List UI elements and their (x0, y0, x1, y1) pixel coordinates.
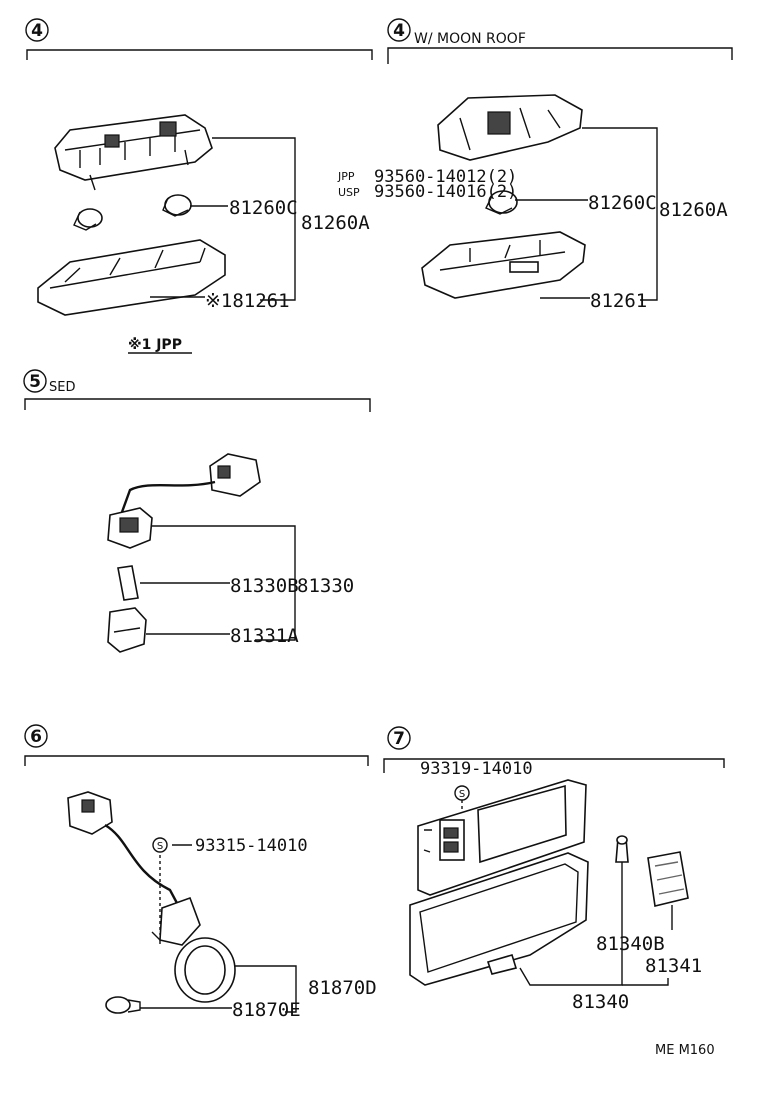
svg-text:S: S (459, 789, 465, 800)
map-lamp-housing (54, 114, 213, 191)
screw-93315: S (152, 837, 168, 935)
wedge-bulb (117, 565, 139, 601)
section-bracket (24, 755, 369, 766)
connector-plug (209, 453, 261, 497)
section-number: 6 (30, 727, 42, 747)
section-bracket (387, 47, 733, 64)
leader-81340 (519, 872, 623, 986)
leader-81260a (582, 127, 658, 301)
leader-81870d (234, 965, 297, 1013)
part-81260c: 81260C (229, 197, 298, 219)
part-93560-14012: 93560-14012(2) (374, 167, 517, 187)
socket-cover (107, 607, 147, 653)
part-81260c: 81260C (588, 192, 657, 214)
part-81330: 81330 (297, 575, 354, 597)
part-93319-14010: 93319-14010 (420, 759, 533, 779)
part-81260a: 81260A (301, 212, 370, 234)
moon-roof-lamp-housing (437, 94, 583, 161)
section-number: 4 (393, 21, 405, 41)
section-number-circle (25, 18, 49, 42)
part-81261: 81261 (590, 290, 647, 312)
usp-tag: USP (338, 186, 360, 199)
bulb-center (162, 194, 192, 217)
leader-81260a (212, 137, 296, 301)
leader-81330 (152, 525, 296, 641)
wire-harness (104, 823, 180, 906)
key-cylinder-illumination-ring (151, 896, 236, 1003)
connector-plug (67, 791, 113, 835)
part-93560-14016: 93560-14016(2) (374, 182, 517, 202)
part-81331a: 81331A (230, 625, 299, 647)
part-81330b: 81330B (230, 575, 299, 597)
section-number-circle (24, 724, 48, 748)
section-title: W/ MOON ROOF (414, 31, 526, 47)
vanity-mirror-cover (409, 852, 589, 986)
section-number-circle (23, 369, 47, 393)
section-number-circle (387, 726, 411, 750)
part-181261: ※181261 (205, 290, 290, 312)
section-6-key-illumination: 6 S 93315-14010 81870D 81870E (24, 724, 377, 1021)
section-number: 5 (29, 372, 41, 392)
section-4-map-lamp: 4 81260C 81260A ※181261 (25, 18, 373, 354)
bulb-moon-roof (485, 190, 518, 215)
jpp-tag: JPP (337, 170, 355, 183)
festoon-bulb (615, 835, 629, 872)
lens-cover (647, 851, 689, 907)
section-number: 7 (393, 729, 405, 749)
note-jpp: ※1 JPP (128, 337, 182, 353)
part-81340: 81340 (572, 991, 629, 1013)
vanity-mirror-frame (417, 779, 587, 896)
part-81870e: 81870E (232, 999, 301, 1021)
part-81340b: 81340B (596, 933, 665, 955)
moon-roof-lens (421, 231, 586, 299)
bulb-socket (107, 507, 153, 549)
wire-harness (120, 480, 216, 513)
section-number: 4 (31, 21, 43, 41)
small-bulb (105, 996, 141, 1014)
bulb-left (73, 208, 103, 231)
section-bracket (383, 758, 725, 773)
section-4-moon-roof: 4 W/ MOON ROOF JPP 93560-14012(2) USP 93… (337, 18, 733, 312)
part-81341: 81341 (645, 955, 702, 977)
section-number-circle (387, 18, 411, 42)
section-7-vanity-mirror: 7 S (383, 726, 725, 1013)
leader-81341 (622, 978, 669, 986)
section-5-sedan: 5 SED 81330B 81330 81331A (23, 369, 371, 653)
section-title: SED (49, 380, 75, 395)
svg-text:S: S (157, 841, 163, 852)
part-81260a: 81260A (659, 199, 728, 221)
part-93315-14010: 93315-14010 (195, 836, 308, 856)
section-bracket (26, 49, 373, 60)
section-bracket (24, 398, 371, 412)
drawing-code: ME M160 (655, 1043, 715, 1058)
map-lamp-lens (37, 239, 226, 316)
part-81870d: 81870D (308, 977, 377, 999)
